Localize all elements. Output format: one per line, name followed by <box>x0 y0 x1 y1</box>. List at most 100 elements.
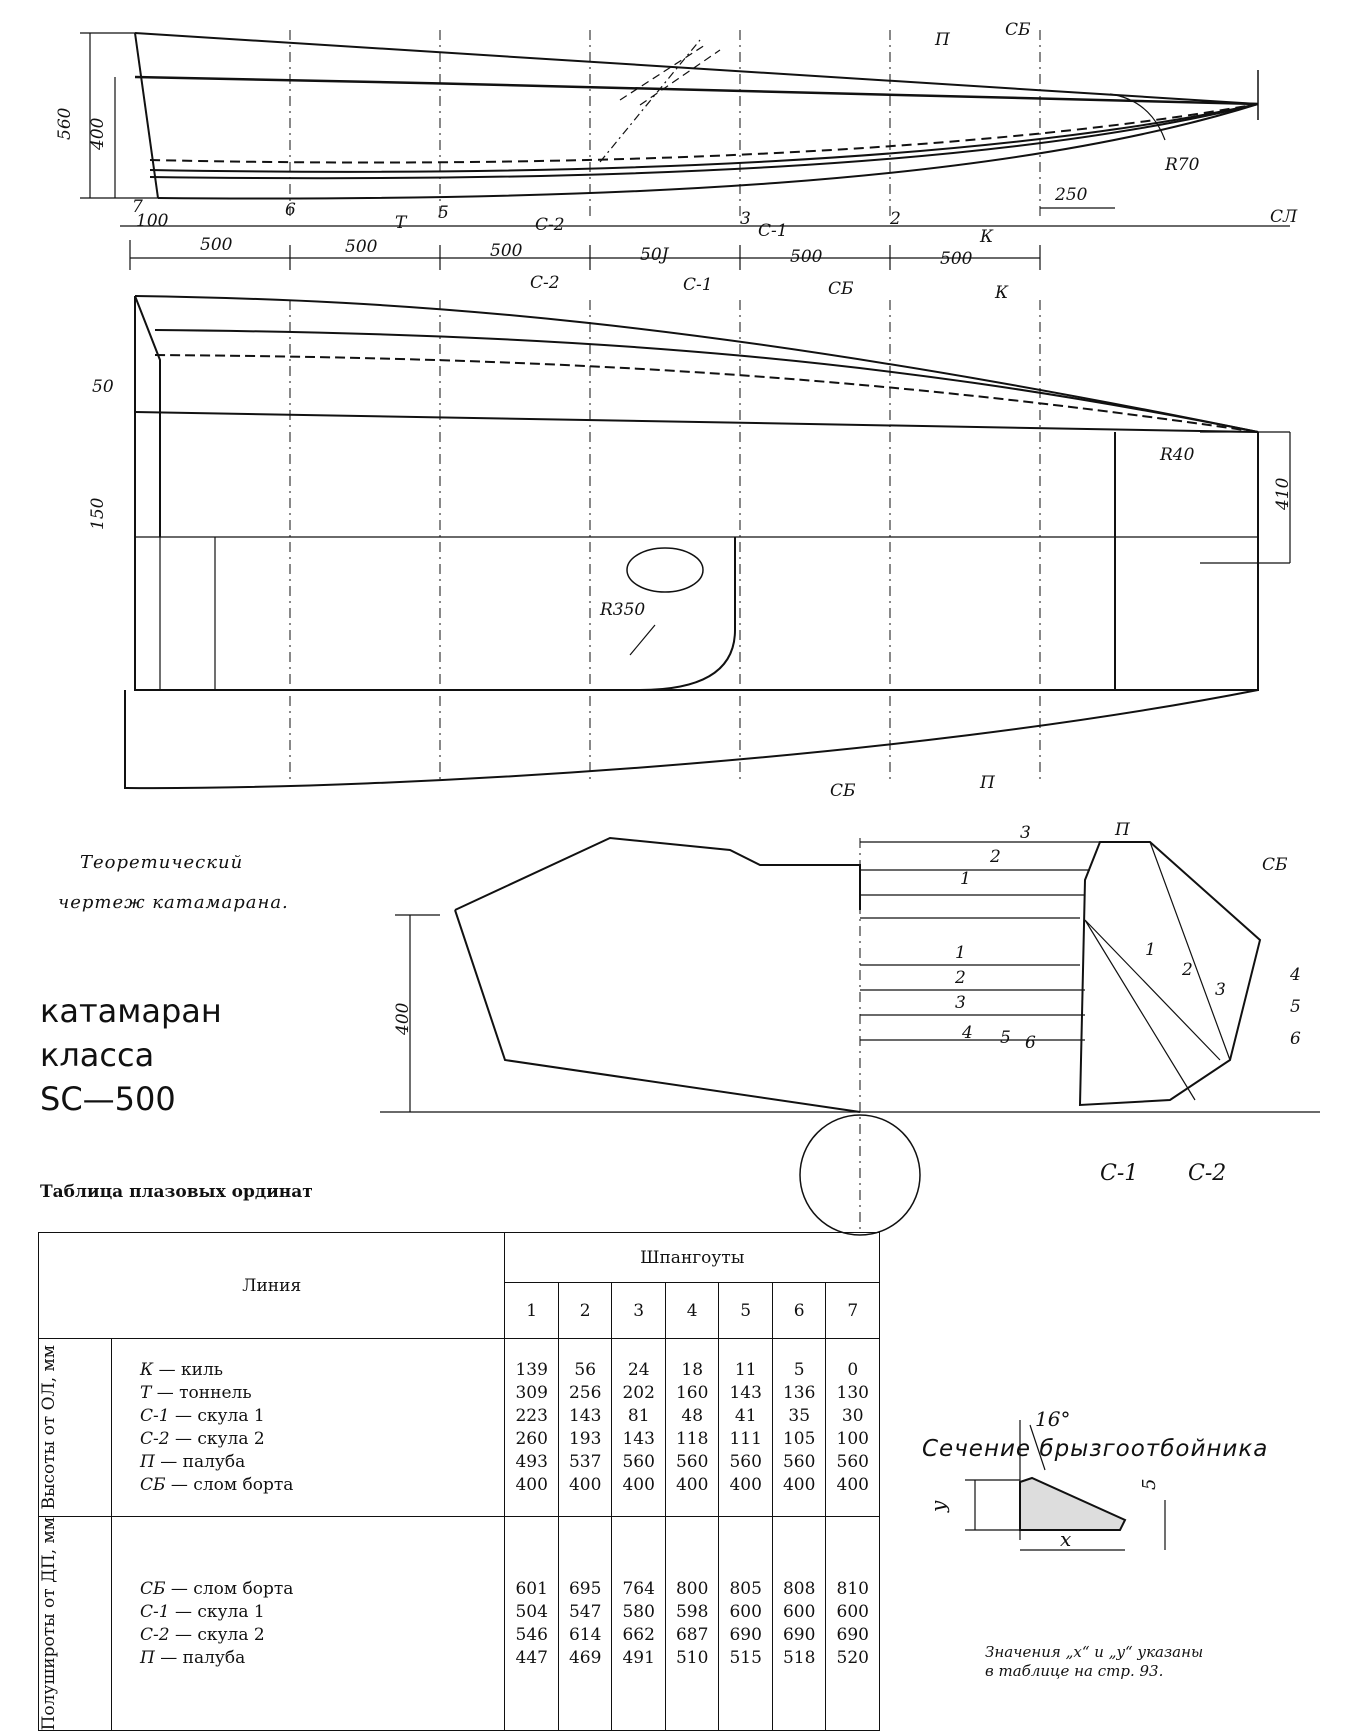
dim-500-5: 500 <box>790 247 823 267</box>
body-plan-view <box>380 836 1320 1236</box>
body-wl-6: 6 <box>1025 1033 1036 1053</box>
frame-5: 5 <box>718 1282 773 1339</box>
station-7: 7 <box>132 197 143 217</box>
windshield-frame <box>619 44 721 106</box>
label-C1-top: С-1 <box>758 221 788 241</box>
rail-profile <box>1019 1476 1127 1531</box>
deck-lines <box>860 841 1100 919</box>
windshield-line <box>599 39 701 163</box>
transom <box>134 32 159 199</box>
body-frame-5: 5 <box>1290 997 1301 1017</box>
label-C2-plan: С-2 <box>530 273 560 293</box>
group2-label: Полушироты от ДП, мм <box>39 1517 59 1731</box>
body-frame-2: 2 <box>1181 960 1193 980</box>
g2-line-2: С-2 — скула 2 <box>140 1624 265 1645</box>
section-note-line1: Значения „x“ и „y“ указаны <box>985 1643 1204 1661</box>
label-SB-bottom: СБ <box>830 781 856 801</box>
drawing-canvas: П СБ R70 СЛ Т С-2 С-1 К 250 560 400 100 … <box>55 20 1320 1551</box>
frames-header: Шпангоуты <box>504 1232 880 1283</box>
section-frames <box>1084 841 1231 1101</box>
group1-lines: К — киль Т — тоннель С-1 — скула 1 С-2 —… <box>110 1338 506 1517</box>
body-wl-4: 4 <box>961 1023 973 1043</box>
group2-lines: СБ — слом борта С-1 — скула 1 С-2 — скул… <box>110 1515 506 1731</box>
plan-C2 <box>154 329 1259 433</box>
label-P-top: П <box>934 30 951 50</box>
body-frame-6: 6 <box>1290 1029 1301 1049</box>
section-y: y <box>926 1500 950 1513</box>
spray-rail-section <box>965 1420 1166 1551</box>
section-angle: 16° <box>1035 1407 1070 1431</box>
station-2: 2 <box>889 209 901 229</box>
halfbreadths-group: Полушироты от ДП, мм СБ — слом борта С-1… <box>38 1515 880 1731</box>
g2-line-1: С-1 — скула 1 <box>140 1601 265 1622</box>
steering-wheel <box>626 547 704 593</box>
label-T: Т <box>395 213 408 233</box>
table-title: Таблица плазовых ординат <box>40 1182 313 1202</box>
plan-lower-deck <box>124 689 1259 790</box>
plan-K <box>134 411 1259 433</box>
plan-outline <box>134 296 1259 691</box>
r70-leader <box>1109 93 1166 141</box>
label-50: 50 <box>92 377 114 397</box>
rail-y-dim <box>965 1479 1020 1531</box>
frame-7: 7 <box>825 1282 880 1339</box>
frame-4: 4 <box>664 1282 720 1339</box>
body-wl-1: 1 <box>955 943 966 963</box>
deck-line-P <box>134 32 1259 105</box>
frame-3: 3 <box>611 1282 666 1339</box>
dim-500-2: 500 <box>345 237 378 257</box>
dim-500-4: 50J <box>640 245 670 265</box>
label-C1-body: С-1 <box>1100 1161 1138 1186</box>
dim-500-1: 500 <box>200 235 233 255</box>
frame-6: 6 <box>771 1282 827 1339</box>
g1-line-2: С-1 — скула 1 <box>140 1405 265 1426</box>
profile-view <box>80 30 1290 270</box>
label-C2-body: С-2 <box>1188 1161 1226 1186</box>
body-line-2-top: 2 <box>989 847 1001 867</box>
g1-line-0: К — киль <box>140 1359 223 1380</box>
station-lines-profile <box>289 30 1041 220</box>
dim-500-6: 500 <box>940 249 973 269</box>
body-wl-5: 5 <box>1000 1028 1011 1048</box>
waterlines <box>860 964 1085 1041</box>
station-dims <box>129 240 1041 270</box>
label-OL: СЛ <box>1270 207 1298 227</box>
label-100: 100 <box>136 211 169 231</box>
plan-view <box>124 295 1291 790</box>
drawing-text-labels: П СБ R70 СЛ Т С-2 С-1 К 250 560 400 100 … <box>55 20 1301 1551</box>
g1-line-1: Т — тоннель <box>140 1382 252 1403</box>
heights-group: Высоты от ОЛ, мм К — киль Т — тоннель С-… <box>38 1338 880 1517</box>
label-K-top: К <box>979 227 994 247</box>
label-560: 560 <box>55 107 75 140</box>
label-400-body: 400 <box>393 1002 413 1036</box>
body-wl-3: 3 <box>955 993 966 1013</box>
plan-C1 <box>154 354 1259 433</box>
station-lines-plan <box>289 300 1041 780</box>
hull-section <box>1078 841 1262 1107</box>
plan-stern <box>134 295 161 537</box>
label-410: 410 <box>1273 477 1293 511</box>
section-five: 5 <box>1139 1479 1160 1490</box>
label-R40: R40 <box>1159 445 1195 465</box>
dim-500-3: 500 <box>490 241 523 261</box>
label-R70: R70 <box>1164 155 1200 175</box>
label-K-plan: К <box>994 283 1009 303</box>
section-note-line2: в таблице на стр. 93. <box>985 1662 1164 1680</box>
frame-2: 2 <box>557 1282 613 1339</box>
title-line2: класса <box>40 1036 155 1074</box>
label-C2-top: С-2 <box>535 215 565 235</box>
frame-1: 1 <box>504 1282 559 1339</box>
caption-line2: чертеж катамарана. <box>58 892 289 913</box>
body-line-1-top: 1 <box>960 869 971 889</box>
label-SB-top: СБ <box>1005 20 1031 40</box>
section-x: x <box>1060 1527 1071 1551</box>
label-C1-plan: С-1 <box>683 275 713 295</box>
title-line3: SC—500 <box>40 1080 176 1118</box>
